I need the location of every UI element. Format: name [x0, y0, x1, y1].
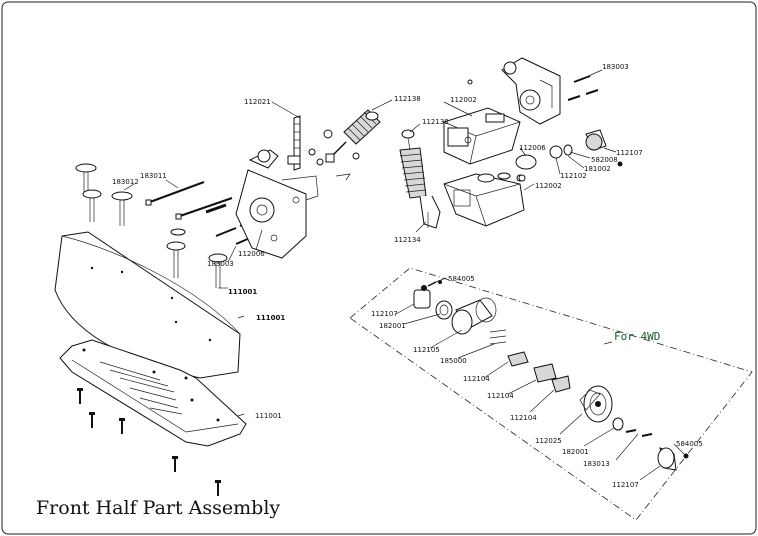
label-183012: 183012 [112, 178, 139, 186]
label-112002-upper: 112002 [450, 96, 477, 104]
label-111001-post: 111001 [228, 288, 257, 296]
shock-tower-post [287, 115, 333, 171]
label-112105: 112105 [413, 346, 440, 354]
label-183013: 183013 [583, 460, 610, 468]
label-112138-lower: 112138 [422, 118, 449, 126]
label-112134: 112134 [394, 236, 421, 244]
label-183011: 183011 [140, 172, 167, 180]
label-112021: 112021 [244, 98, 271, 106]
label-112107-bottom: 112107 [612, 481, 639, 489]
label-112104-b: 112104 [487, 392, 514, 400]
body-posts [75, 163, 228, 288]
label-112002-lower: 112002 [535, 182, 562, 190]
label-183003-upper: 183003 [602, 63, 629, 71]
label-112006-upper: 112006 [519, 144, 546, 152]
gearbox-upper-housing [443, 107, 521, 165]
diagram-title: Front Half Part Assembly [36, 497, 280, 519]
front-shock-upper [325, 109, 381, 181]
label-112102: 112102 [560, 172, 587, 180]
front-bulkhead [235, 149, 319, 259]
label-584005-bottom: 584005 [676, 440, 703, 448]
front-shock-lower [399, 129, 441, 229]
label-182001-bottom: 182001 [562, 448, 589, 456]
4wd-subassembly-box [349, 267, 753, 521]
label-112104-a: 112104 [463, 375, 490, 383]
4wd-gear-assembly [413, 280, 689, 471]
label-182001-top: 182001 [379, 322, 406, 330]
label-112104-c: 112104 [510, 414, 537, 422]
leader-lines [123, 69, 685, 481]
label-181002: 181002 [584, 165, 611, 173]
label-183003-lower: 183003 [207, 260, 234, 268]
label-112107-mid: 112107 [371, 310, 398, 318]
label-185000: 185000 [440, 357, 467, 365]
label-112025: 112025 [535, 437, 562, 445]
label-111001-bumper: 111001 [256, 314, 285, 322]
plate-screws [77, 388, 221, 496]
label-112107-top: 112107 [616, 149, 643, 157]
for-4wd-label: For 4WD [614, 330, 660, 343]
label-112138-upper: 112138 [394, 95, 421, 103]
axle-parts [515, 129, 623, 182]
label-584005-top: 584005 [448, 275, 475, 283]
front-bumper [54, 231, 241, 379]
upper-shock-mount [467, 57, 599, 125]
label-111001-plate: 111001 [255, 412, 282, 420]
gearbox-lower-housing [443, 172, 525, 227]
label-112006-lower: 112006 [238, 250, 265, 258]
label-582008: 582008 [591, 156, 618, 164]
bumper-plate [59, 339, 247, 447]
